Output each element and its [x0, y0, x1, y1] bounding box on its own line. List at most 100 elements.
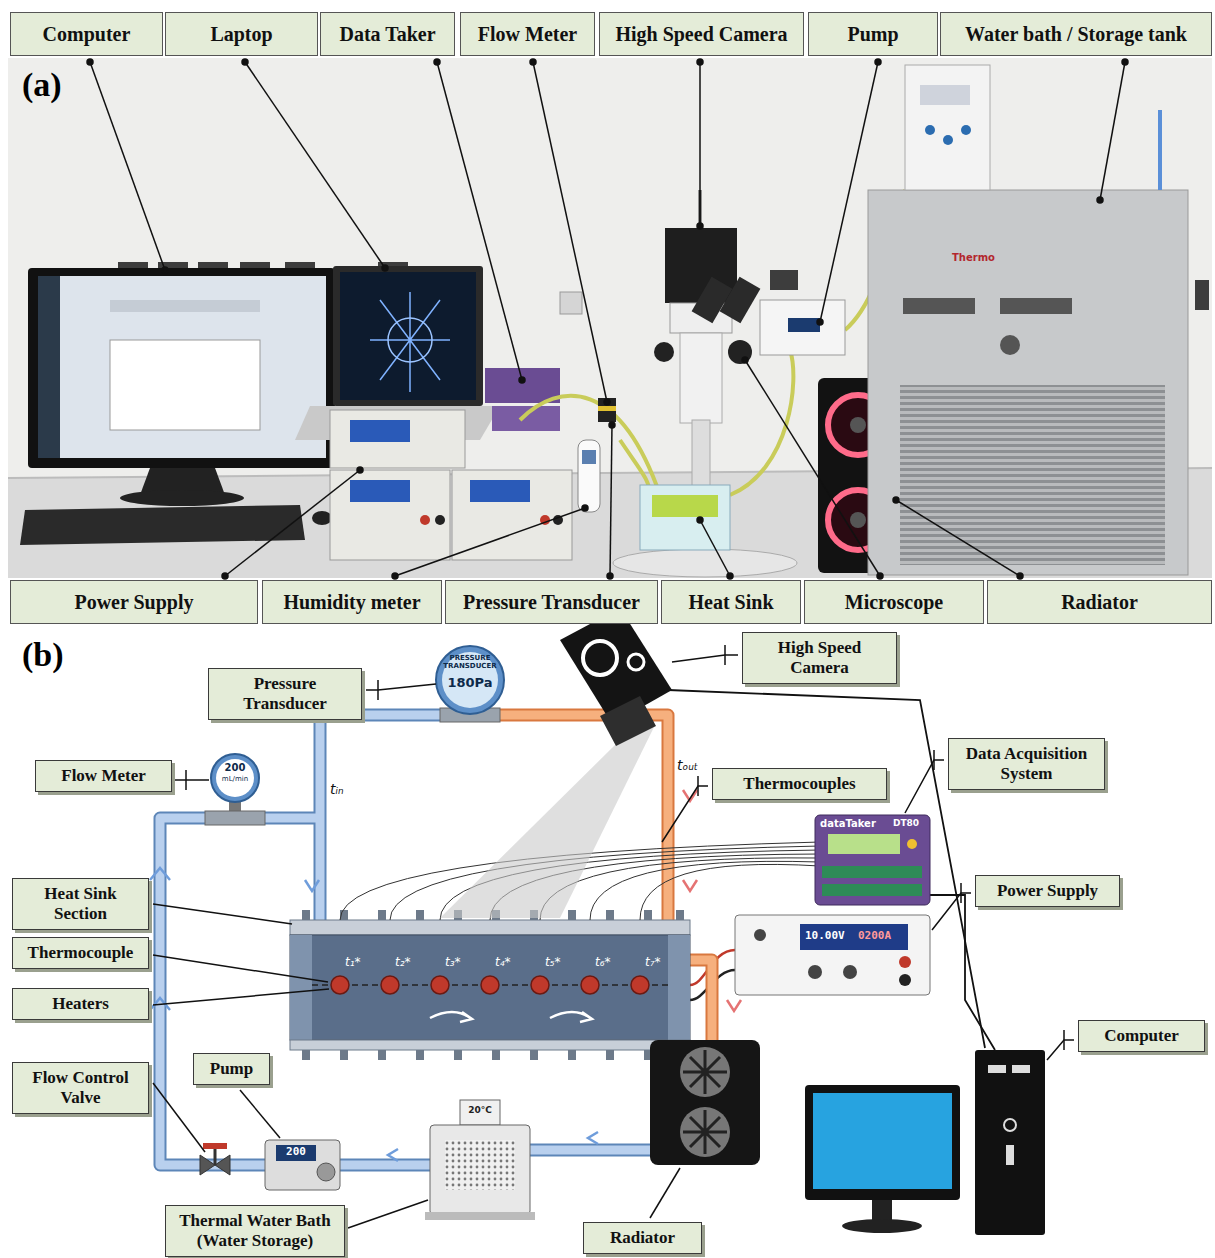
leader-line — [662, 786, 708, 842]
label-text: Thermocouples — [743, 774, 855, 794]
heat-sink — [290, 1040, 690, 1050]
monitor-photo — [38, 276, 326, 458]
monitor-photo — [120, 490, 244, 506]
flow-meter-photo — [598, 398, 616, 422]
label-text: Flow Meter — [61, 766, 145, 786]
label-box: Microscope — [804, 580, 984, 624]
data-taker-photo — [492, 406, 560, 431]
power-supply — [808, 965, 822, 979]
label-box: Radiator — [583, 1222, 702, 1254]
leader-line — [434, 59, 440, 65]
label-text: Thermocouple — [28, 943, 134, 963]
radiator-photo — [850, 512, 866, 528]
heat-sink — [668, 935, 690, 1040]
label-text: Heat Sink — [688, 591, 773, 614]
leader-line — [933, 750, 935, 770]
label-box: Flow Control Valve — [12, 1062, 149, 1114]
leader-line — [519, 377, 525, 383]
label-text: Data Taker — [339, 23, 435, 46]
annotation-label: 0200A — [858, 930, 891, 942]
pressure-transducer — [436, 646, 504, 722]
radiator — [680, 1047, 730, 1097]
radiator — [650, 1040, 760, 1165]
flow-arrow — [305, 880, 319, 891]
power-supply-photo — [452, 470, 572, 560]
data-taker — [815, 815, 930, 905]
laptop-photo — [370, 292, 450, 392]
leader-line — [607, 573, 613, 579]
computer — [1006, 1145, 1014, 1165]
label-text: Laptop — [210, 23, 272, 46]
pump-photo — [760, 300, 845, 355]
monitor-photo — [28, 268, 335, 468]
heat-sink — [530, 1050, 538, 1060]
leader-line — [225, 470, 360, 576]
leader-line — [700, 520, 730, 576]
camera-beam — [440, 725, 655, 918]
leader-line — [817, 319, 823, 325]
leader-line — [877, 573, 883, 579]
water-bath-photo — [925, 125, 935, 135]
label-text: Pump — [847, 23, 898, 46]
leader-line — [1063, 1030, 1065, 1050]
pressure-transducer — [442, 652, 498, 708]
leader-line — [222, 573, 228, 579]
annotation-label: (b) — [22, 636, 64, 673]
annotation-label: mL/min — [222, 776, 248, 784]
label-text: Flow Control Valve — [19, 1068, 142, 1107]
microscope-photo — [613, 549, 797, 577]
monitor-photo — [20, 505, 305, 545]
label-box: Power Supply — [10, 580, 258, 624]
humidity-meter-photo — [578, 440, 600, 512]
laptop-photo — [333, 266, 483, 406]
radiator — [683, 1050, 727, 1094]
label-box: Flow Meter — [460, 12, 595, 56]
flow-meter — [211, 754, 259, 802]
data-taker — [828, 834, 900, 854]
annotation-label: 200 — [225, 762, 246, 773]
power-supply-photo — [470, 480, 530, 502]
label-box: High Speed Camera — [742, 632, 897, 684]
flow-arrow — [388, 1149, 398, 1161]
leader-line — [153, 955, 328, 982]
power-supply — [899, 956, 911, 968]
water-bath-photo — [1000, 335, 1020, 355]
water-bath-photo — [1000, 298, 1072, 314]
water-bath — [430, 1125, 530, 1215]
water-bath-photo — [920, 85, 970, 105]
leader-line — [745, 360, 880, 576]
heat-sink — [302, 910, 310, 920]
label-text: High Speed Camera — [615, 23, 787, 46]
leader-line — [724, 645, 726, 665]
heat-sink — [492, 1050, 500, 1060]
flow-arrow — [588, 1132, 598, 1144]
power-supply — [735, 915, 930, 995]
leader-line — [1122, 59, 1128, 65]
label-box: Thermocouples — [712, 768, 887, 800]
label-box: Power Supply — [975, 875, 1120, 907]
leader-line — [896, 500, 1020, 576]
data-taker — [822, 866, 922, 878]
leader-line — [175, 779, 209, 781]
heat-sink — [331, 976, 649, 994]
photo-background — [770, 270, 798, 290]
leader-line — [1017, 573, 1023, 579]
label-text: Radiator — [610, 1228, 675, 1248]
label-box: Computer — [10, 12, 163, 56]
leader-line — [530, 59, 536, 65]
water-bath-photo — [961, 125, 971, 135]
annotation-label: t₇* — [645, 956, 661, 969]
heat-sink — [481, 976, 499, 994]
photo-background — [8, 58, 1212, 578]
leader-line — [245, 62, 385, 268]
microscope-photo — [720, 277, 761, 324]
water-bath-photo — [943, 135, 953, 145]
label-box: Water bath / Storage tank — [940, 12, 1212, 56]
heat-sink-photo — [640, 485, 730, 550]
laptop-photo — [340, 272, 476, 400]
heat-sink — [644, 910, 652, 920]
leader-line — [153, 989, 329, 1005]
heat-sink — [290, 920, 690, 935]
heat-sink — [531, 976, 549, 994]
flow-meter-photo — [598, 398, 616, 422]
